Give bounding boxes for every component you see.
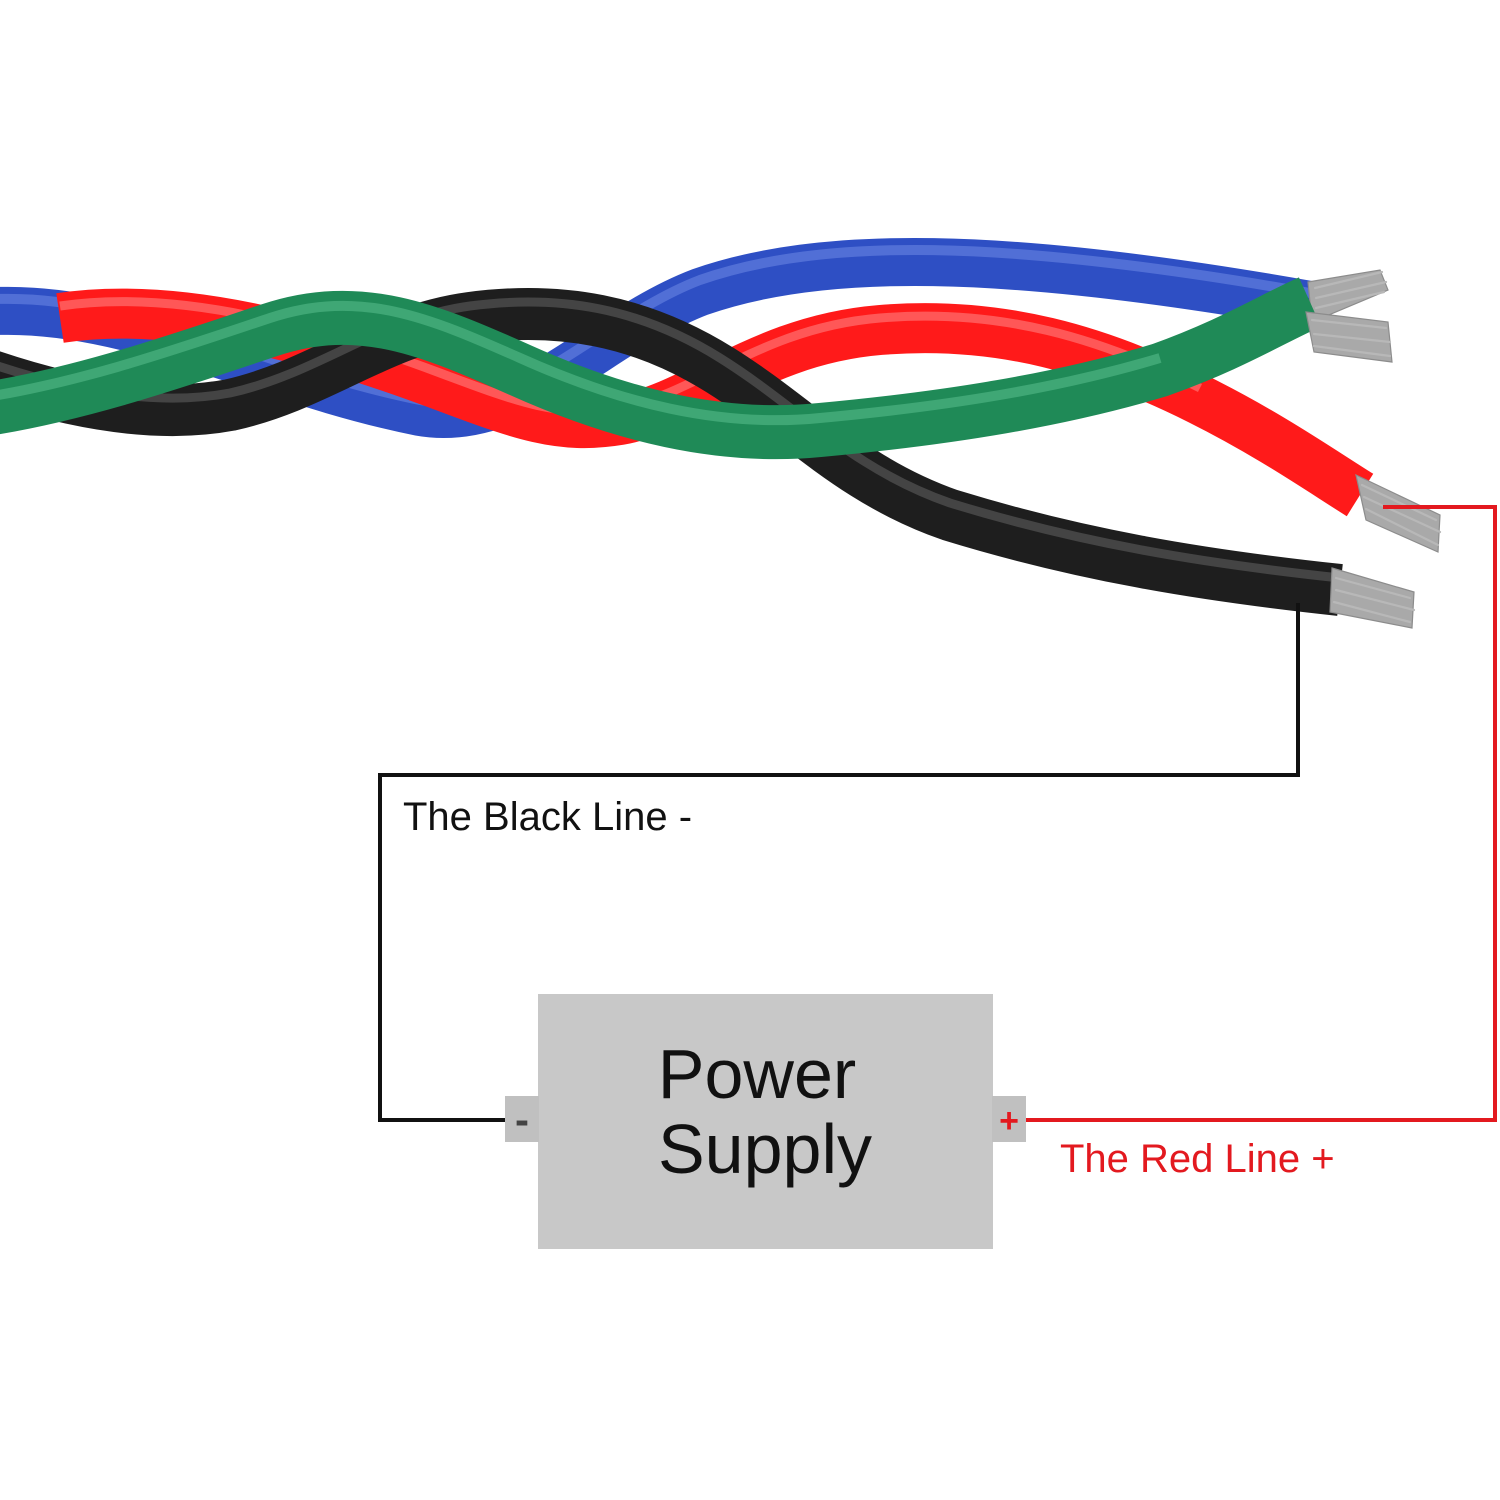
negative-terminal-symbol: - xyxy=(515,1096,529,1143)
positive-terminal-symbol: + xyxy=(999,1102,1019,1140)
negative-terminal: - xyxy=(505,1096,539,1143)
negative-terminal-pad xyxy=(505,1096,539,1142)
power-supply-label-line1: Power xyxy=(658,1035,856,1113)
green-wire-copper-tip xyxy=(1305,311,1393,363)
black-wire xyxy=(0,287,1416,629)
black-wire-copper-tip xyxy=(1329,567,1416,629)
green-wire xyxy=(0,277,1393,460)
red-wire-copper-tip xyxy=(1355,473,1442,553)
red-line-label: The Red Line + xyxy=(1060,1137,1335,1181)
blue-wire-copper-tip xyxy=(1307,269,1389,323)
power-supply-label-line2: Supply xyxy=(658,1110,872,1188)
twisted-wire-bundle xyxy=(0,237,1442,629)
green-wire-body xyxy=(0,277,1322,460)
black-lead-line xyxy=(378,603,1300,1122)
red-lead-line xyxy=(1024,505,1497,1122)
positive-terminal-pad xyxy=(992,1096,1026,1142)
black-wire-highlight xyxy=(0,297,1341,583)
power-supply-box xyxy=(538,994,993,1249)
black-line-label: The Black Line - xyxy=(403,795,692,839)
power-supply: Power Supply - + xyxy=(505,994,1026,1249)
black-wire-body xyxy=(0,287,1343,616)
positive-terminal: + xyxy=(992,1096,1026,1142)
green-wire-highlight xyxy=(0,300,1162,426)
